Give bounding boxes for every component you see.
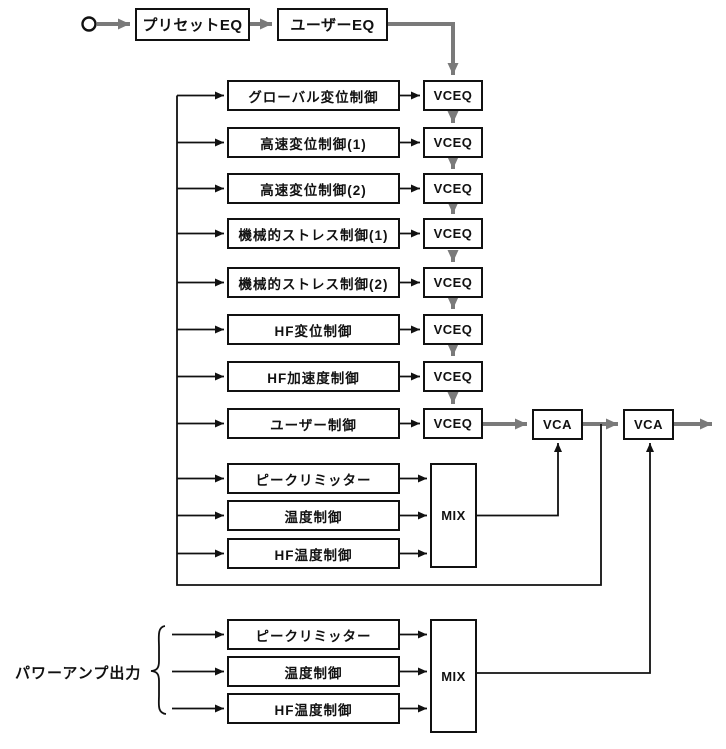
poweramp-block-label: HF温度制御 [274, 702, 353, 718]
protection-block-peak-limiter: ピークリミッター [227, 463, 400, 494]
control-block-label: 機械的ストレス制御(1) [238, 227, 389, 243]
control-block-label: グローバル変位制御 [248, 89, 379, 105]
control-block-mechanical-stress-1: 機械的ストレス制御(1) [227, 218, 400, 249]
poweramp-block-label: 温度制御 [284, 665, 343, 681]
vca-block-1: VCA [532, 409, 583, 440]
control-lines [172, 91, 654, 713]
vceq-label: VCEQ [433, 88, 473, 103]
vceq-block-6: VCEQ [423, 314, 483, 345]
brace-icon [150, 625, 167, 715]
control-block-label: 高速変位制御(2) [260, 182, 367, 198]
vceq-label: VCEQ [433, 275, 473, 290]
input-terminal-icon [81, 16, 97, 32]
audio-signal-path [97, 18, 712, 430]
control-block-mechanical-stress-2: 機械的ストレス制御(2) [227, 267, 400, 298]
vceq-block-4: VCEQ [423, 218, 483, 249]
mix1-to-vca1 [477, 443, 562, 517]
vceq-label: VCEQ [433, 322, 473, 337]
vceq-block-5: VCEQ [423, 267, 483, 298]
protection-block-temperature: 温度制御 [227, 500, 400, 531]
vca-label: VCA [543, 417, 572, 432]
control-block-fast-displacement-2: 高速変位制御(2) [227, 173, 400, 204]
poweramp-block-hf-temperature: HF温度制御 [227, 693, 400, 724]
vceq-block-1: VCEQ [423, 80, 483, 111]
control-block-label: 高速変位制御(1) [260, 136, 367, 152]
protection-block-hf-temperature: HF温度制御 [227, 538, 400, 569]
protection-block-label: ピークリミッター [255, 472, 372, 488]
vceq-label: VCEQ [433, 416, 473, 431]
control-block-hf-acceleration: HF加速度制御 [227, 361, 400, 392]
vceq-block-7: VCEQ [423, 361, 483, 392]
mix-block-2: MIX [430, 619, 477, 733]
vceq-label: VCEQ [433, 369, 473, 384]
control-block-label: ユーザー制御 [270, 417, 357, 433]
mix-label: MIX [441, 668, 466, 684]
vceq-block-2: VCEQ [423, 127, 483, 158]
user-eq-block: ユーザーEQ [277, 8, 388, 41]
protection-block-label: HF温度制御 [274, 547, 353, 563]
control-block-fast-displacement-1: 高速変位制御(1) [227, 127, 400, 158]
vceq-label: VCEQ [433, 181, 473, 196]
vca-label: VCA [634, 417, 663, 432]
mix-block-1: MIX [430, 463, 477, 568]
poweramp-block-peak-limiter: ピークリミッター [227, 619, 400, 650]
preset-eq-label: プリセットEQ [142, 17, 243, 34]
user-eq-label: ユーザーEQ [290, 17, 375, 34]
feedback-bus-path [176, 95, 602, 586]
control-block-label: HF変位制御 [274, 323, 353, 339]
vca-block-2: VCA [623, 409, 674, 440]
control-block-label: HF加速度制御 [267, 370, 360, 386]
poweramp-block-label: ピークリミッター [255, 628, 372, 644]
control-block-label: 機械的ストレス制御(2) [238, 276, 389, 292]
power-amp-output-label: パワーアンプ出力 [15, 665, 142, 682]
poweramp-block-temperature: 温度制御 [227, 656, 400, 687]
preset-eq-block: プリセットEQ [135, 8, 250, 41]
mix2-to-vca2 [477, 443, 654, 674]
mix-label: MIX [441, 508, 466, 523]
vceq-block-8: VCEQ [423, 408, 483, 439]
vceq-label: VCEQ [433, 135, 473, 150]
control-block-global-displacement: グローバル変位制御 [227, 80, 400, 111]
control-block-user: ユーザー制御 [227, 408, 400, 439]
vceq-label: VCEQ [433, 226, 473, 241]
protection-block-label: 温度制御 [284, 509, 343, 525]
vceq-block-3: VCEQ [423, 173, 483, 204]
control-block-hf-displacement: HF変位制御 [227, 314, 400, 345]
